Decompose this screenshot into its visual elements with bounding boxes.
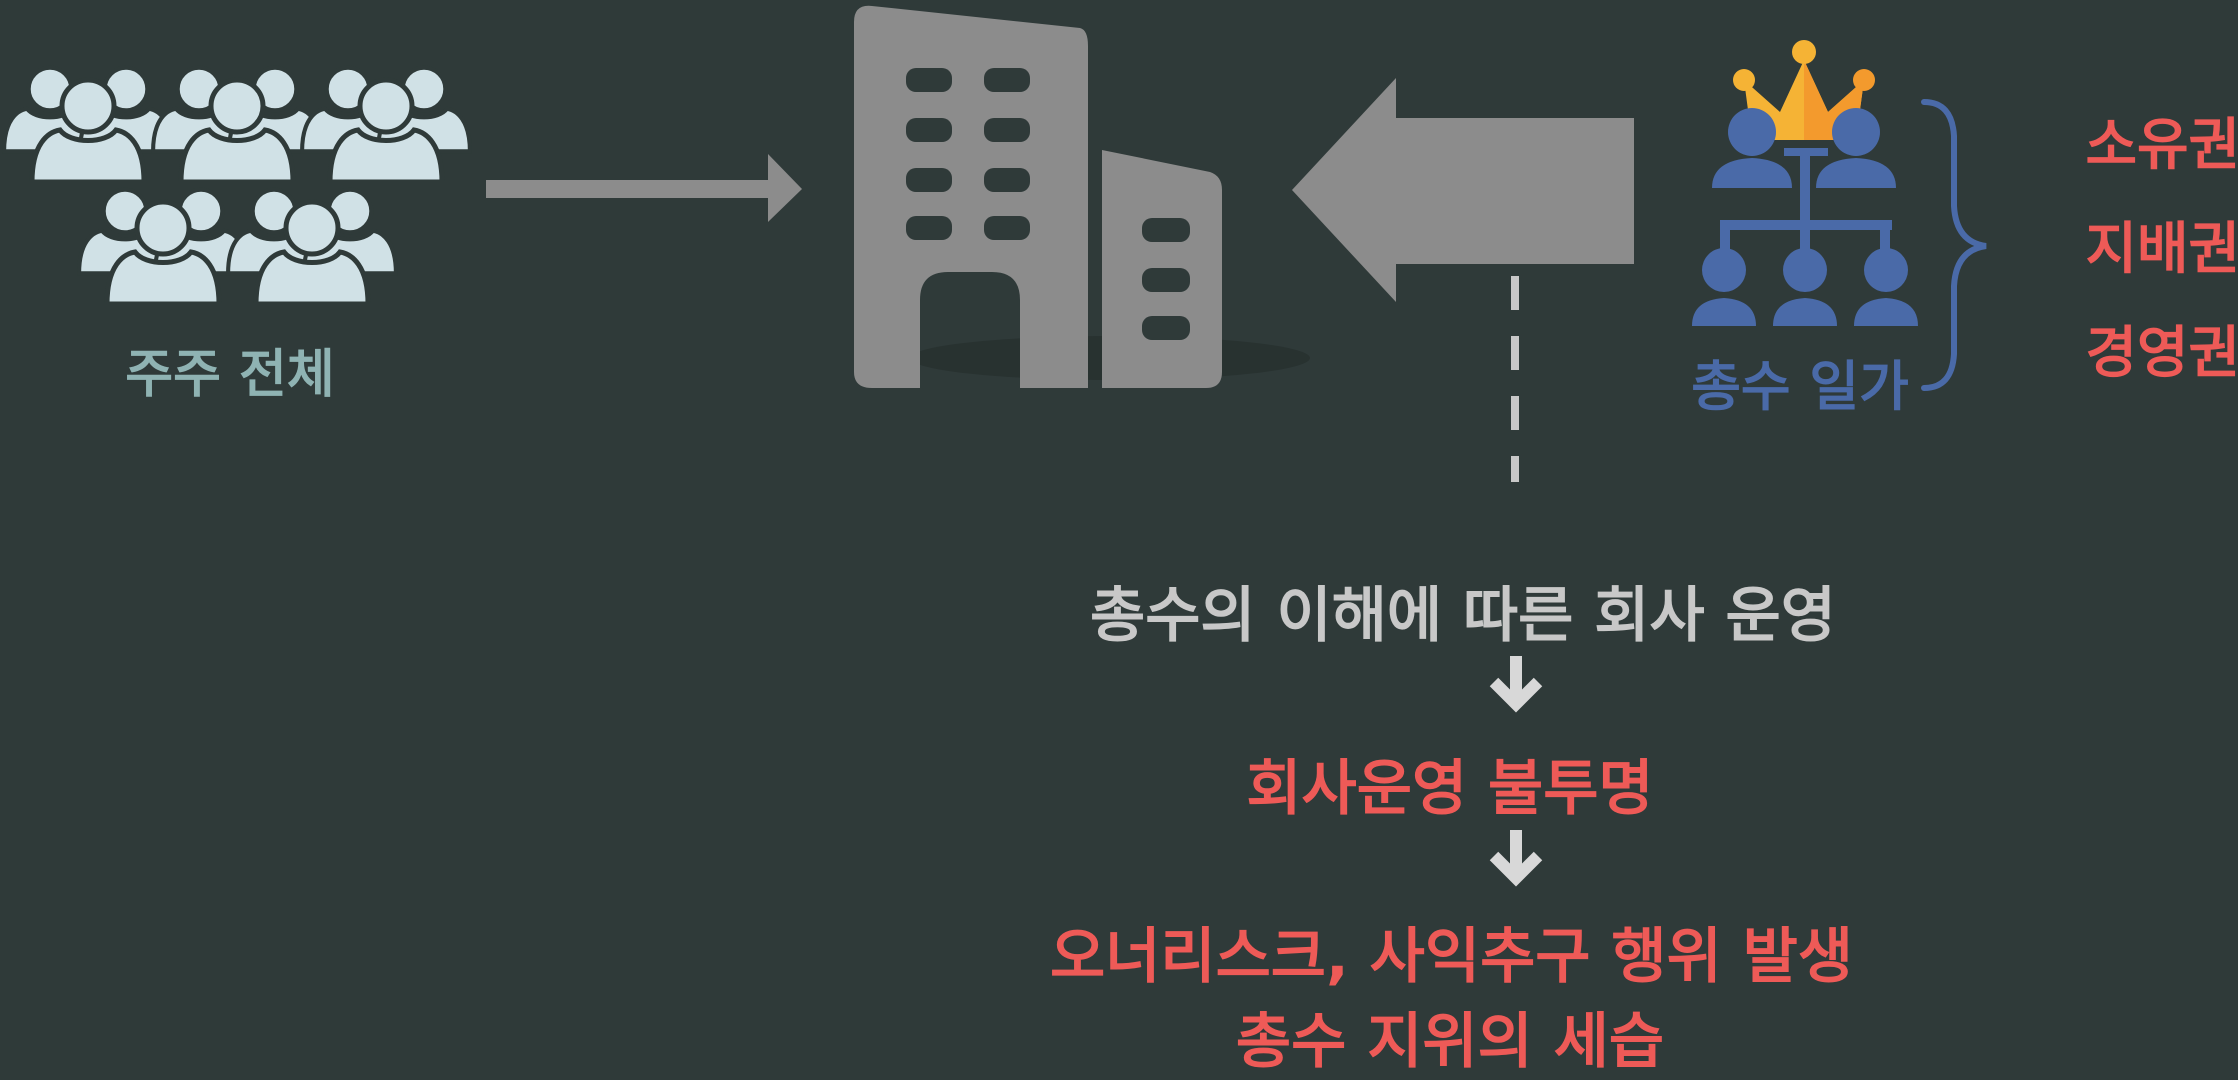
flow-step-1: 총수의 이해에 따른 회사 운영: [1090, 581, 1836, 651]
rights-management: 경영권: [2085, 321, 2238, 386]
rights-ownership: 소유권: [2085, 113, 2238, 178]
curly-brace: [1921, 99, 1987, 391]
flow-step-3: 오너리스크, 사익추구 행위 발생: [1050, 922, 1854, 992]
arrow-down-icon: [1489, 830, 1543, 887]
shareholders-label: 주주 전체: [125, 345, 335, 405]
flow-step-2: 회사운영 불투명: [1246, 754, 1654, 824]
building-icon: [854, 5, 1310, 389]
flow-step-4: 총수 지위의 세습: [1235, 1007, 1665, 1077]
arrow-right-icon: [486, 154, 802, 222]
arrow-left-icon: [1292, 78, 1634, 302]
rights-control: 지배권: [2085, 217, 2238, 282]
dashed-connector-line: [1511, 276, 1519, 482]
arrow-down-icon: [1489, 656, 1543, 713]
org-chart-crown-icon: [1692, 40, 1918, 326]
family-label: 총수 일가: [1691, 355, 1909, 418]
people-group-icon: [0, 40, 470, 320]
